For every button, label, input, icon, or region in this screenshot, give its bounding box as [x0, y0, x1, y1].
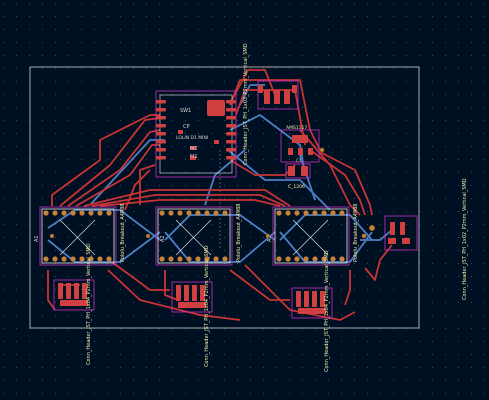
- power-jst-pad-1: [390, 222, 395, 235]
- regulator-pad-3: [308, 148, 313, 155]
- jst-1-pad-1: [58, 283, 63, 299]
- jst-2-mount: [178, 302, 206, 308]
- capacitor-ref: C1: [296, 158, 302, 163]
- jst-connector-3[interactable]: Conn_Header_JST_PH_1x04_P2mm_Vertical_SM…: [291, 250, 333, 372]
- mcu-side-label: CP: [183, 124, 190, 130]
- driver-a3-silkscreen: [274, 208, 348, 264]
- top-jst-connector[interactable]: [257, 80, 299, 110]
- jst-connector-2[interactable]: Conn_Header_JST_PH_1x04_P2mm_Vertical_SM…: [171, 245, 213, 367]
- jst-3-label: Conn_Header_JST_PH_1x04_P2mm_Vertical_SM…: [324, 250, 330, 372]
- jst-2-pad-2: [184, 285, 189, 301]
- jst-2-label: Conn_Header_JST_PH_1x04_P2mm_Vertical_SM…: [204, 245, 210, 367]
- driver-a1-pads-top: [43, 210, 112, 216]
- jst-2-courtyard: [171, 281, 213, 313]
- driver-a3-x2: [292, 219, 329, 256]
- jst-1-label: Conn_Header_JST_PH_1x04_P2mm_Vertical_SM…: [86, 243, 92, 365]
- jst-3-pad-2: [304, 291, 309, 307]
- regulator-tab-pad: [292, 135, 308, 143]
- regulator-pad-1: [288, 148, 293, 155]
- board-outline: [29, 66, 420, 329]
- top-jst-mount-right: [292, 85, 297, 93]
- driver-a2-pads-top: [159, 210, 228, 216]
- capacitor-label: C_1206: [288, 184, 305, 190]
- jst-3-pad-4: [320, 291, 325, 307]
- jst-1-pad-2: [66, 283, 71, 299]
- mcu-pads-left: [156, 100, 166, 160]
- driver-a3-courtyard: [272, 206, 350, 266]
- jst-1-pad-3: [74, 283, 79, 299]
- driver-a2-value: Pololu_Breakout_A4988: [236, 204, 242, 262]
- top-jst-pad-3: [284, 90, 290, 104]
- driver-a2-courtyard: [155, 206, 233, 266]
- capacitor-pad-2: [301, 166, 308, 176]
- capacitor-c1[interactable]: C1 C_1206: [285, 158, 311, 190]
- mcu-pads-right: [226, 100, 236, 160]
- driver-a2-silkscreen: [157, 208, 231, 264]
- driver-a1-value: Pololu_Breakout_A4988: [120, 204, 126, 262]
- power-jst-mount-right: [402, 238, 410, 244]
- top-jst-courtyard: [257, 80, 299, 110]
- driver-a1-ref: A1: [34, 235, 40, 242]
- driver-a3-pads-bottom: [276, 256, 345, 262]
- mcu-antenna-pad: [207, 100, 225, 116]
- mcu-module-footprint[interactable]: SW1 CP LOLIN D1 MINI M1 M2 Conn_Header_J…: [155, 43, 249, 178]
- driver-a2-pads-bottom: [159, 256, 228, 262]
- driver-a3-pads-top: [276, 210, 345, 216]
- power-jst-label: Conn_Header_JST_PH_1x02_P2mm_Vertical_SM…: [462, 178, 468, 300]
- jst-connector-1[interactable]: Conn_Header_JST_PH_1x04_P2mm_Vertical_SM…: [53, 243, 95, 365]
- driver-a1-pads-bottom: [43, 256, 112, 262]
- driver-a3-value: Pololu_Breakout_A4988: [353, 204, 359, 262]
- jst-2-pad-4: [200, 285, 205, 301]
- driver-a1-x2: [59, 219, 96, 256]
- top-jst-pad-1: [264, 90, 270, 104]
- jst-1-pad-4: [82, 283, 87, 299]
- driver-a1-silkscreen: [41, 208, 115, 264]
- power-jst-courtyard: [384, 215, 418, 251]
- jst-3-pad-1: [296, 291, 301, 307]
- driver-a3-ref: A3: [267, 235, 273, 242]
- top-jst-mount-left: [258, 85, 263, 93]
- driver-a1-footprint[interactable]: A1 Pololu_Breakout_A4988: [34, 204, 126, 266]
- vias: [49, 147, 376, 239]
- mcu-small-pads: [178, 130, 219, 160]
- jst-3-courtyard: [291, 287, 333, 319]
- mcu-ref: SW1: [180, 108, 191, 114]
- front-copper-traces: [47, 69, 393, 321]
- jst-2-pad-1: [176, 285, 181, 301]
- driver-a2-ref: A2: [160, 235, 166, 242]
- power-jst-connector[interactable]: Conn_Header_JST_PH_1x02_P2mm_Vertical_SM…: [384, 178, 468, 300]
- driver-a2-x2: [175, 219, 212, 256]
- regulator-label: AMS1117: [286, 125, 307, 131]
- mcu-value: LOLIN D1 MINI: [176, 135, 208, 141]
- capacitor-pad-1: [288, 166, 295, 176]
- driver-a2-footprint[interactable]: A2 Pololu_Breakout_A4988: [155, 204, 242, 266]
- jst-3-mount: [298, 308, 326, 314]
- regulator-pad-2: [298, 148, 303, 155]
- driver-a3-footprint[interactable]: A3 Pololu_Breakout_A4988: [267, 204, 359, 266]
- voltage-regulator[interactable]: AMS1117: [280, 125, 320, 163]
- jst-3-pad-3: [312, 291, 317, 307]
- jst-1-mount: [60, 300, 88, 306]
- regulator-courtyard: [280, 129, 320, 163]
- mcu-vertical-label: Conn_Header_JST_PH_1x03_P2mm_Vertical_SM…: [243, 43, 249, 165]
- jst-2-pad-3: [192, 285, 197, 301]
- capacitor-courtyard: [285, 163, 311, 179]
- power-jst-mount-left: [388, 238, 396, 244]
- mcu-pin-label-1: M1: [190, 154, 198, 160]
- top-jst-pad-2: [274, 90, 280, 104]
- power-jst-pad-2: [400, 222, 405, 235]
- jst-1-courtyard: [53, 279, 95, 311]
- driver-a1-courtyard: [39, 206, 117, 266]
- mcu-pin-label-2: M2: [190, 146, 198, 152]
